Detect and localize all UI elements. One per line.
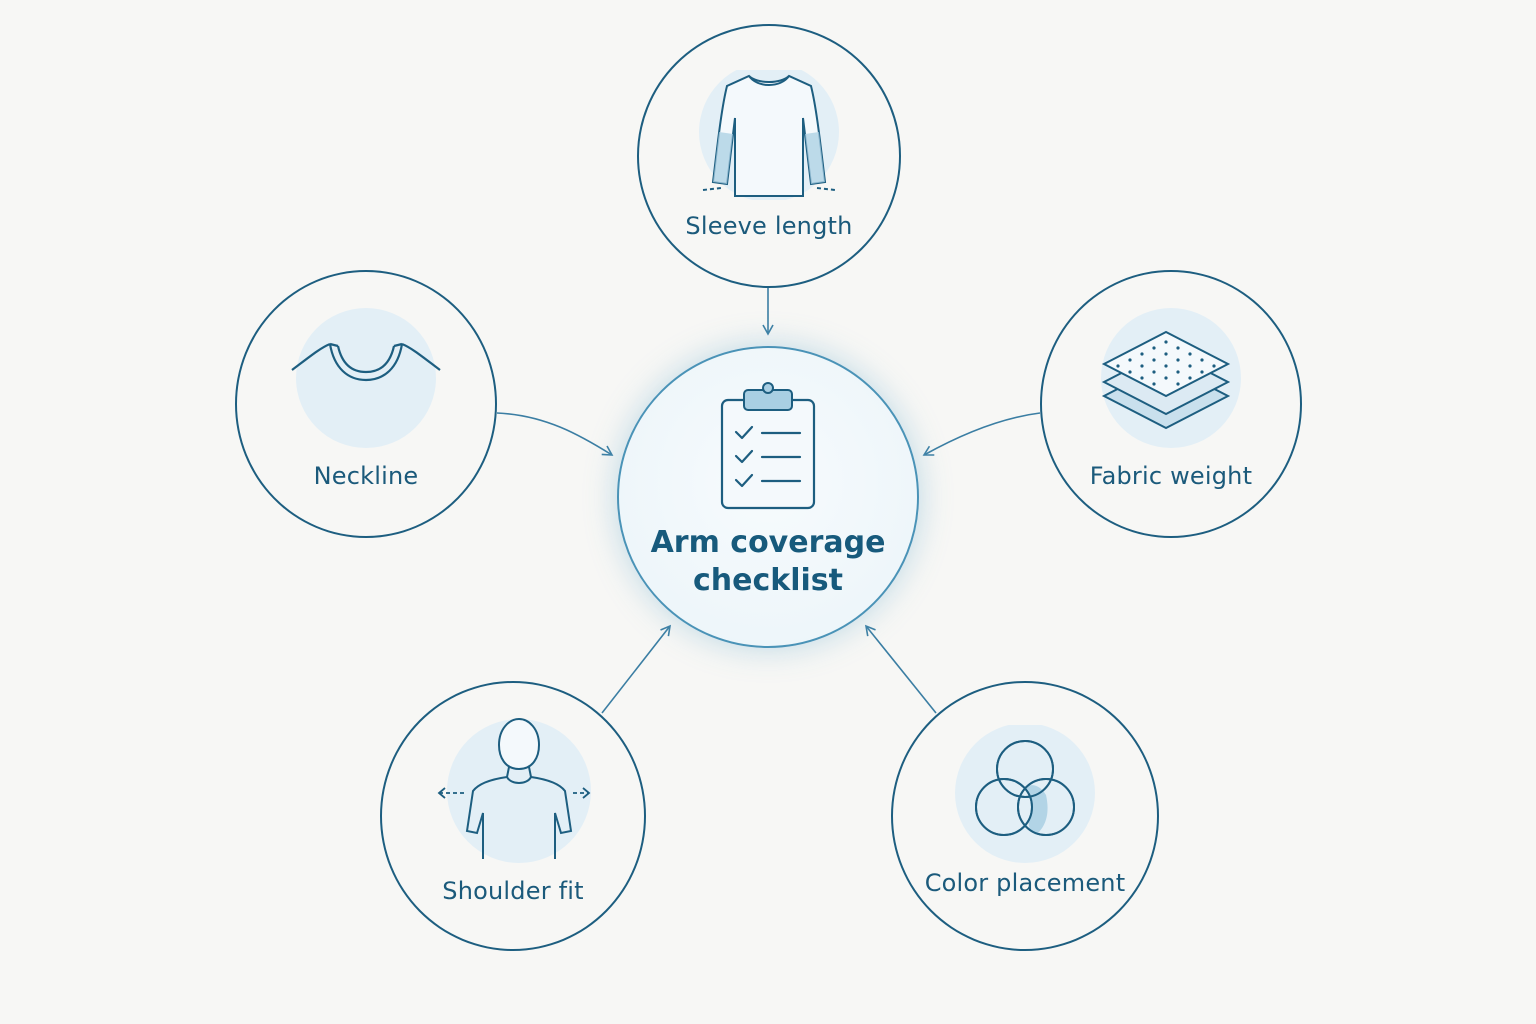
connector-neckline [496, 412, 614, 456]
shoulder-person-icon [433, 717, 593, 871]
label-color-placement: Color placement [924, 869, 1126, 897]
long-sleeve-shirt-icon [699, 62, 839, 204]
node-neckline: Neckline [235, 270, 497, 538]
clipboard-checklist-icon [718, 382, 818, 516]
label-neckline: Neckline [313, 462, 419, 490]
node-sleeve-length: Sleeve length [637, 24, 901, 288]
connector-color-placement [864, 624, 937, 714]
fabric-layers-icon [1096, 308, 1246, 454]
node-color-placement: Color placement [891, 681, 1159, 951]
node-fabric-weight: Fabric weight [1040, 270, 1302, 538]
connector-fabric-weight [922, 412, 1041, 456]
label-sleeve-length: Sleeve length [685, 212, 853, 240]
overlapping-circles-icon [950, 723, 1100, 869]
connector-shoulder-fit [601, 624, 672, 714]
node-shoulder-fit: Shoulder fit [380, 681, 646, 951]
label-shoulder-fit: Shoulder fit [442, 877, 584, 905]
label-fabric-weight: Fabric weight [1089, 462, 1253, 490]
neckline-icon [286, 308, 446, 454]
